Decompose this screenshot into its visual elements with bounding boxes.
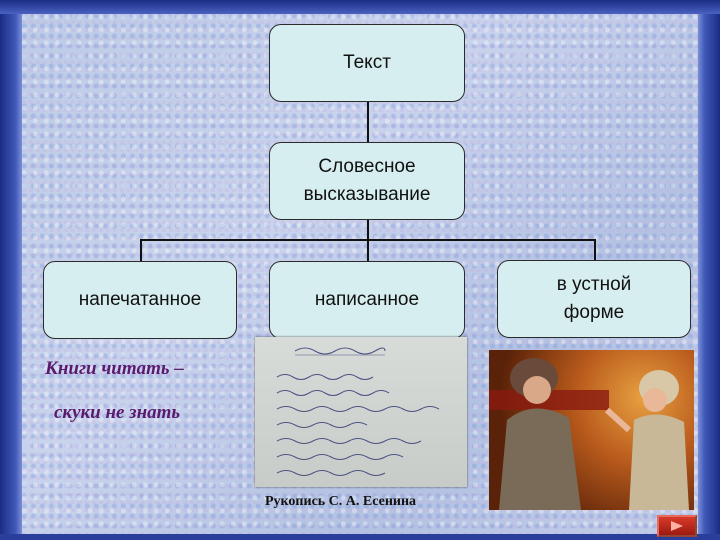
box-verbal-line2: высказывание [303,184,431,205]
proverb-line2: скуки не знать [54,402,181,423]
connector-written [367,239,369,261]
box-verbal-line1: Словесное [318,156,416,177]
frame-top [0,0,720,14]
box-verbal-statement: Словесное высказывание [269,142,465,220]
next-slide-button[interactable] [657,515,697,537]
box-text: Текст [269,24,465,102]
triangle-right-icon [671,521,683,531]
frame-left [0,0,22,540]
manuscript-scribble [276,347,440,477]
box-oral-line2: форме [563,302,625,323]
frame-bottom [0,534,720,540]
box-printed: напечатанное [43,261,237,339]
connector-printed [140,239,142,261]
box-oral: в устной форме [497,260,691,338]
box-oral-line1: в устной [556,274,632,295]
children-illustration [489,358,689,510]
connector-middle-down [367,220,369,240]
box-text-label: Текст [343,52,391,73]
connector-root-middle [367,102,369,142]
manuscript-image [255,337,467,487]
children-photo [489,350,694,510]
box-printed-label: напечатанное [78,289,202,310]
proverb-line1: Книги читать – [45,358,184,379]
box-written: написанное [269,261,465,339]
frame-right [698,0,720,540]
manuscript-caption: Рукопись С. А. Есенина [265,494,417,509]
box-written-label: написанное [314,289,420,310]
connector-oral [594,239,596,261]
